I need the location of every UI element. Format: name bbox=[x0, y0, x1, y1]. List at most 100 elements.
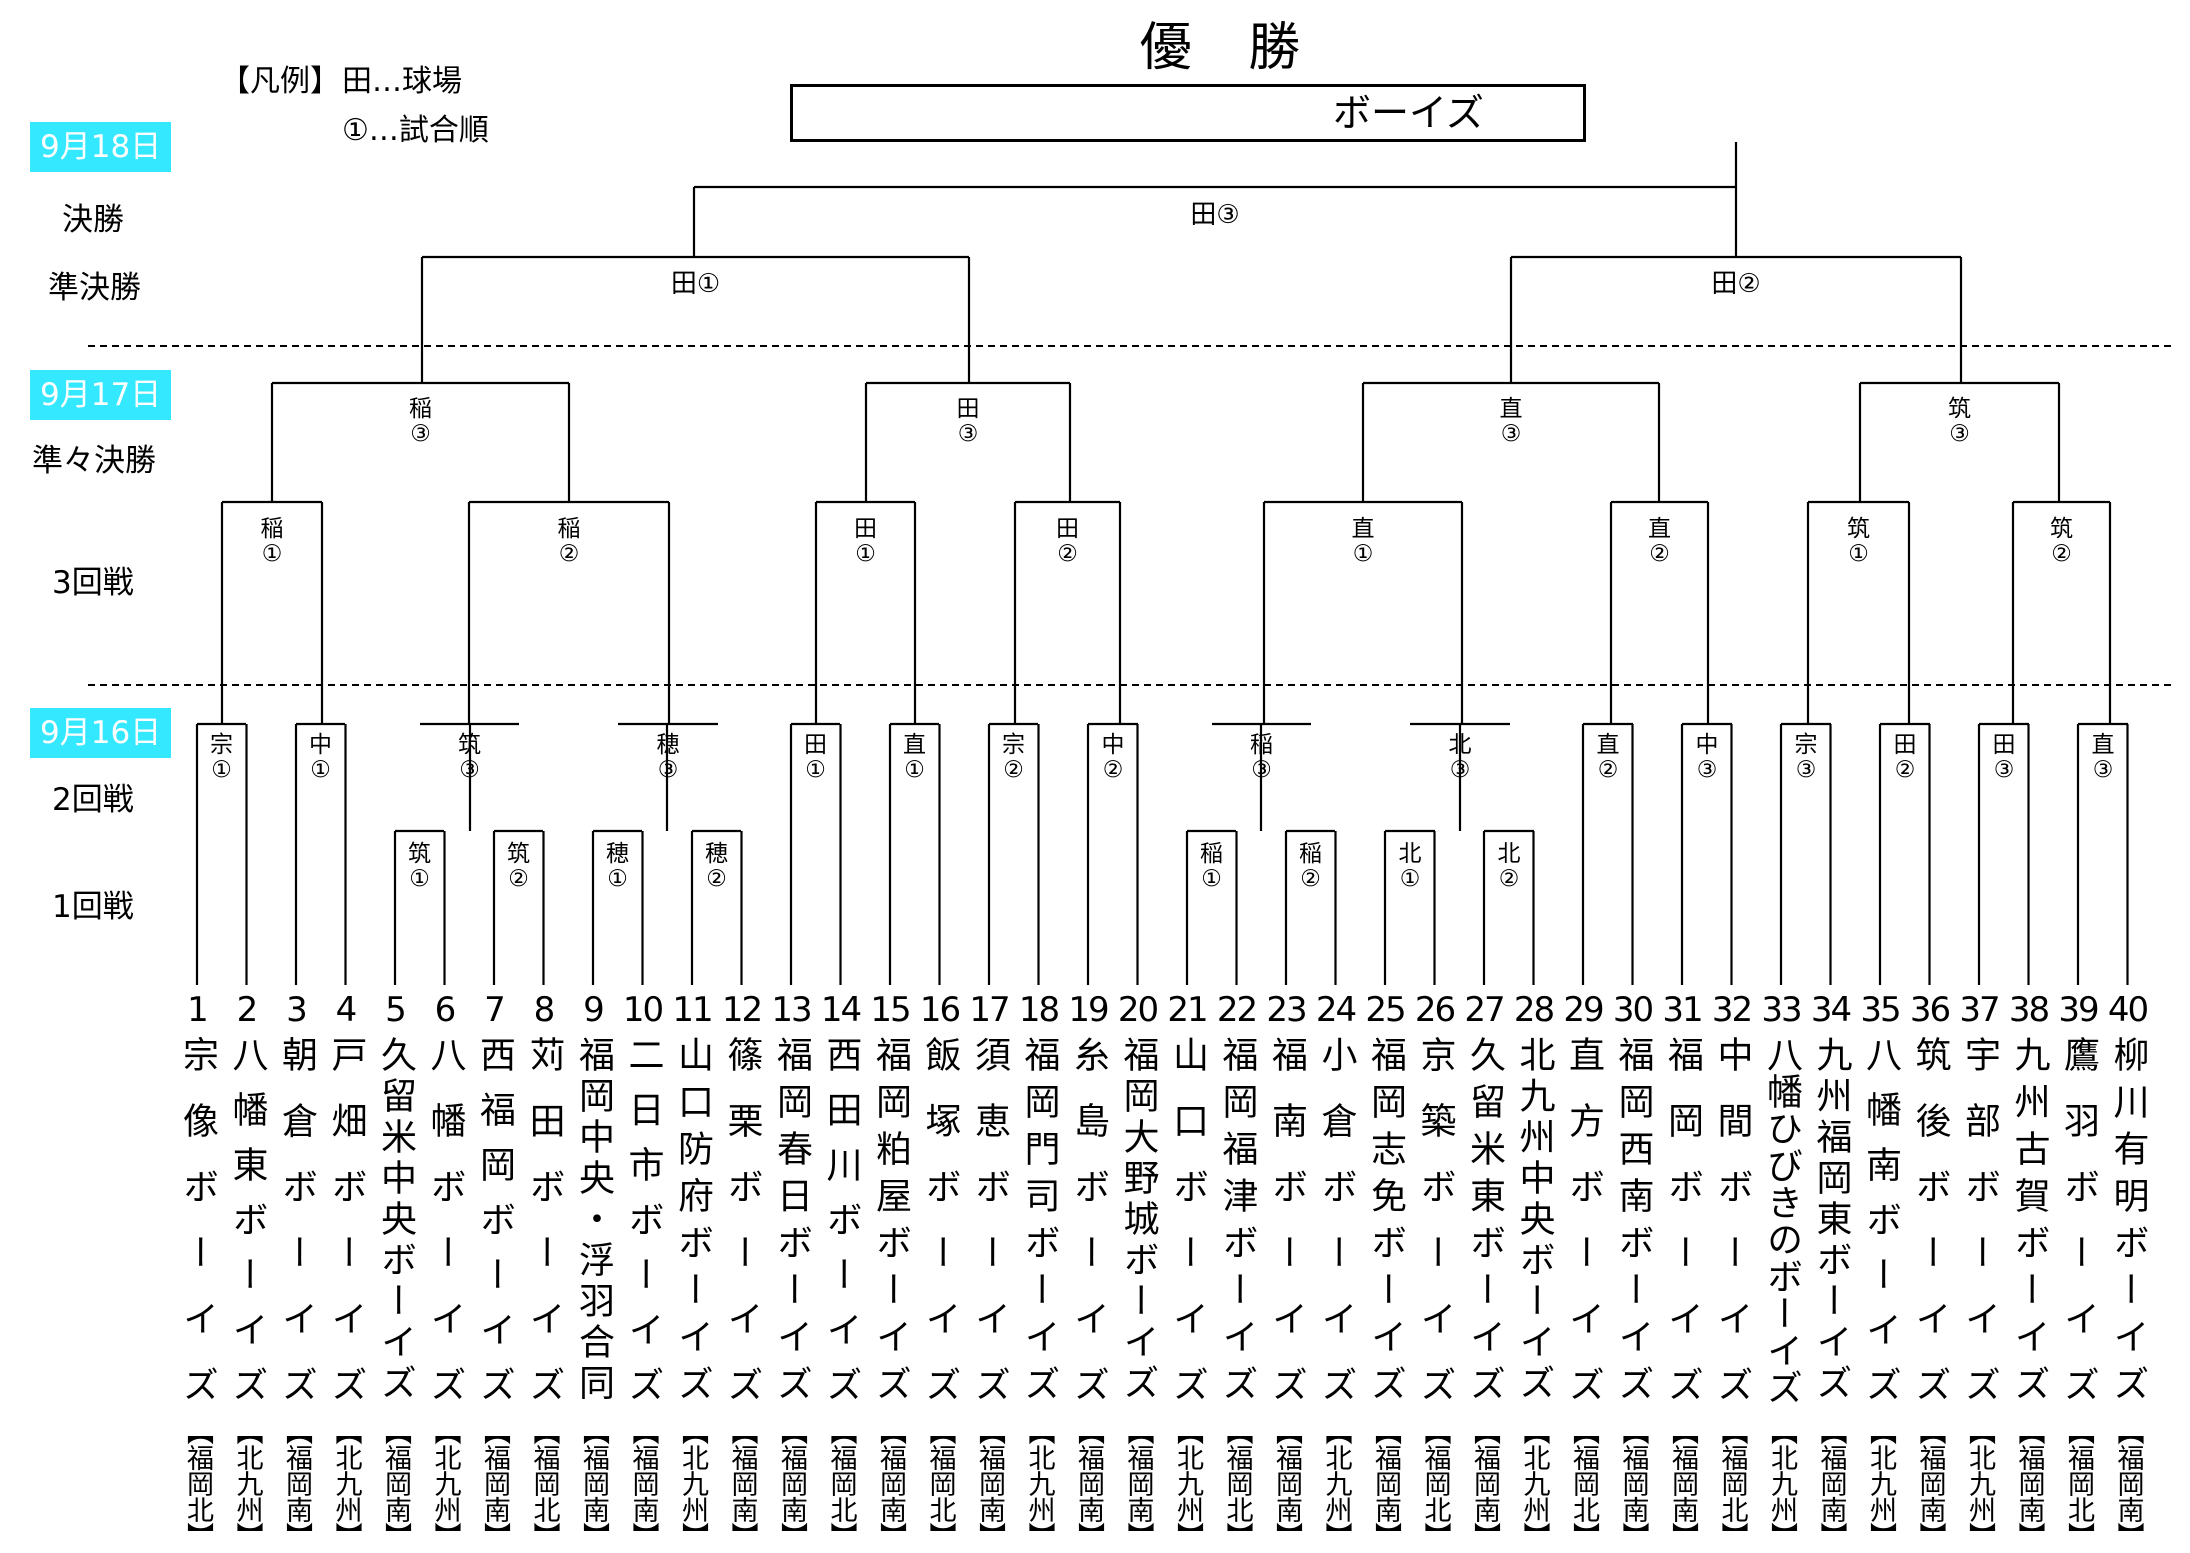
team-number-29: 29 bbox=[1563, 990, 1604, 1030]
team-name-31: 福岡ボーイズ bbox=[1662, 1036, 1703, 1432]
match-round1-2-order: ② bbox=[508, 866, 529, 892]
match-quarter-3-order: ③ bbox=[1501, 421, 1522, 447]
match-round2-7-order: ② bbox=[1003, 757, 1024, 783]
team-number-31: 31 bbox=[1662, 990, 1703, 1030]
winner-box: ボーイズ bbox=[790, 84, 1586, 142]
winner-name: ボーイズ bbox=[1333, 91, 1484, 135]
match-round2-13-venue: 宗 bbox=[1795, 732, 1818, 758]
match-round1-2-venue: 筑 bbox=[507, 841, 530, 867]
match-round1-1-order: ① bbox=[409, 866, 430, 892]
round-label-semifinal: 準決勝 bbox=[48, 270, 141, 306]
match-round1-5-order: ① bbox=[1201, 866, 1222, 892]
team-region-19: 【福岡南】 bbox=[1073, 1418, 1104, 1548]
match-round3-2-venue: 稲 bbox=[558, 516, 581, 542]
match-round2-14-order: ② bbox=[1895, 757, 1916, 783]
team-number-8: 8 bbox=[533, 990, 556, 1030]
legend-order: ①…試合順 bbox=[342, 113, 489, 148]
team-number-33: 33 bbox=[1761, 990, 1802, 1030]
match-round3-2-order: ② bbox=[559, 541, 580, 567]
team-name-28: 北九州中央ボーイズ bbox=[1513, 1036, 1555, 1405]
team-name-22: 福岡福津ボーイズ bbox=[1216, 1036, 1258, 1412]
match-quarter-4-order: ③ bbox=[1949, 421, 1970, 447]
team-region-30: 【福岡南】 bbox=[1617, 1418, 1649, 1548]
team-region-14: 【福岡北】 bbox=[825, 1418, 857, 1548]
team-region-20: 【福岡南】 bbox=[1122, 1418, 1154, 1548]
team-region-15: 【福岡南】 bbox=[875, 1418, 906, 1548]
match-round2-7-venue: 宗 bbox=[1002, 732, 1025, 758]
match-round2-15-order: ③ bbox=[1994, 757, 2015, 783]
team-number-40: 40 bbox=[2107, 990, 2149, 1030]
round-label-round3: 3回戦 bbox=[52, 565, 134, 601]
match-round1-6-order: ② bbox=[1300, 866, 1321, 892]
match-round3-6-order: ② bbox=[1649, 541, 1670, 567]
team-name-29: 直方ボーイズ bbox=[1563, 1036, 1604, 1432]
team-number-4: 4 bbox=[335, 990, 358, 1030]
team-name-32: 中間ボーイズ bbox=[1711, 1036, 1753, 1432]
team-region-26: 【福岡北】 bbox=[1419, 1418, 1451, 1548]
match-quarter-2-venue: 田 bbox=[957, 396, 980, 422]
date-badge-quarter: 9月17日 bbox=[30, 370, 172, 420]
team-name-14: 西田川ボーイズ bbox=[820, 1036, 862, 1421]
team-name-23: 福南ボーイズ bbox=[1266, 1036, 1307, 1432]
match-round2-12-venue: 中 bbox=[1696, 732, 1719, 758]
match-round3-5-venue: 直 bbox=[1352, 516, 1375, 542]
team-name-34: 九州福岡東ボーイズ bbox=[1810, 1036, 1852, 1405]
match-round2-12-order: ③ bbox=[1697, 757, 1718, 783]
team-region-36: 【福岡南】 bbox=[1914, 1418, 1946, 1548]
team-region-16: 【福岡北】 bbox=[924, 1418, 956, 1548]
team-name-1: 宗像ボーイズ bbox=[177, 1036, 218, 1432]
team-name-36: 筑後ボーイズ bbox=[1909, 1036, 1951, 1432]
legend-heading: 【凡例】 bbox=[220, 64, 340, 99]
team-number-26: 26 bbox=[1414, 990, 1456, 1030]
team-name-25: 福岡志免ボーイズ bbox=[1365, 1036, 1406, 1412]
team-number-9: 9 bbox=[583, 990, 605, 1030]
team-number-17: 17 bbox=[969, 990, 1010, 1030]
match-round1-7-venue: 北 bbox=[1399, 841, 1422, 867]
team-region-33: 【北九州】 bbox=[1766, 1418, 1797, 1548]
team-number-12: 12 bbox=[721, 990, 763, 1030]
team-name-9: 福岡中央・浮羽合同 bbox=[573, 1036, 614, 1405]
team-region-21: 【北九州】 bbox=[1172, 1418, 1203, 1548]
team-region-3: 【福岡南】 bbox=[281, 1418, 312, 1548]
team-region-28: 【北九州】 bbox=[1518, 1418, 1550, 1548]
team-number-22: 22 bbox=[1216, 990, 1258, 1030]
team-name-8: 苅田ボーイズ bbox=[523, 1036, 565, 1432]
team-number-36: 36 bbox=[1909, 990, 1951, 1030]
team-region-39: 【福岡北】 bbox=[2063, 1418, 2094, 1548]
match-round2-5-order: ① bbox=[805, 757, 826, 783]
team-number-23: 23 bbox=[1266, 990, 1307, 1030]
match-round3-3-venue: 田 bbox=[854, 516, 877, 542]
team-region-29: 【福岡北】 bbox=[1568, 1418, 1599, 1548]
team-number-18: 18 bbox=[1018, 990, 1060, 1030]
team-number-25: 25 bbox=[1365, 990, 1406, 1030]
team-number-2: 2 bbox=[236, 990, 259, 1030]
team-region-7: 【福岡南】 bbox=[479, 1418, 510, 1548]
team-name-4: 戸畑ボーイズ bbox=[325, 1036, 367, 1432]
match-quarter-2-order: ③ bbox=[958, 421, 979, 447]
match-round1-6-venue: 稲 bbox=[1299, 841, 1322, 867]
round-label-round2: 2回戦 bbox=[52, 782, 134, 818]
team-name-10: 二日市ボーイズ bbox=[622, 1036, 664, 1421]
team-number-15: 15 bbox=[870, 990, 911, 1030]
team-name-16: 飯塚ボーイズ bbox=[919, 1036, 961, 1432]
round-label-final: 決勝 bbox=[62, 202, 124, 238]
team-name-20: 福岡大野城ボーイズ bbox=[1117, 1036, 1159, 1405]
team-region-24: 【北九州】 bbox=[1320, 1418, 1352, 1548]
team-number-28: 28 bbox=[1513, 990, 1555, 1030]
match-round1-5-venue: 稲 bbox=[1200, 841, 1223, 867]
team-name-11: 山口防府ボーイズ bbox=[672, 1036, 713, 1412]
team-region-10: 【福岡南】 bbox=[627, 1418, 659, 1548]
team-number-37: 37 bbox=[1959, 990, 2000, 1030]
team-number-6: 6 bbox=[434, 990, 457, 1030]
team-region-4: 【北九州】 bbox=[330, 1418, 362, 1548]
team-region-1: 【福岡北】 bbox=[182, 1418, 213, 1548]
round-label-quarterfinal: 準々決勝 bbox=[32, 443, 156, 479]
match-quarter-3-venue: 直 bbox=[1500, 396, 1523, 422]
match-round3-7-order: ① bbox=[1848, 541, 1869, 567]
team-name-33: 八幡ひびきのボーイズ bbox=[1761, 1036, 1802, 1406]
match-round2-2-venue: 中 bbox=[309, 732, 332, 758]
team-name-35: 八幡南ボーイズ bbox=[1860, 1036, 1901, 1421]
match-round1-7-order: ① bbox=[1400, 866, 1421, 892]
team-region-13: 【福岡南】 bbox=[776, 1418, 807, 1548]
